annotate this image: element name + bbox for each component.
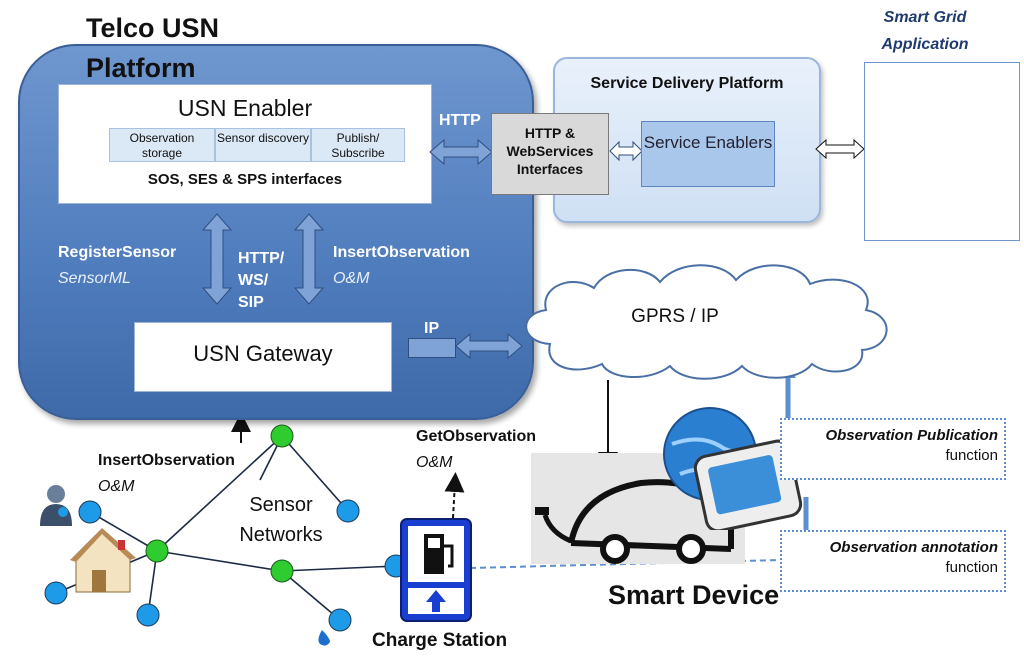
usn-enabler: USN Enabler Observation storage Sensor d… — [58, 84, 432, 204]
observation-publication-box: Observation Publication function — [780, 418, 1006, 480]
green-node — [145, 539, 169, 563]
smart-device-label: Smart Device — [608, 580, 780, 610]
charge-om-label: O&M — [416, 454, 453, 471]
observation-annotation-box: Observation annotation function — [780, 530, 1006, 592]
observation-annotation-sub: function — [945, 559, 998, 576]
person-icon — [40, 485, 72, 526]
insert-observation-platform-label: InsertObservation — [333, 244, 470, 261]
double-arrow-icon — [293, 213, 325, 305]
sensor-network-nodes — [40, 424, 408, 646]
double-arrow-icon — [815, 138, 865, 160]
ip-port-box — [408, 338, 456, 358]
double-arrow-icon — [609, 140, 643, 162]
om-platform-label: O&M — [333, 270, 370, 287]
ip-label: IP — [424, 320, 440, 337]
sensorml-label: SensorML — [58, 270, 131, 287]
observation-annotation-title: Observation annotation — [829, 539, 998, 556]
blue-node — [328, 608, 352, 632]
charge-station-label: Charge Station — [372, 630, 508, 651]
usn-gateway: USN Gateway — [134, 322, 392, 392]
house-icon — [70, 528, 136, 593]
http-label: HTTP — [439, 112, 481, 129]
register-sensor-label: RegisterSensor — [58, 244, 177, 261]
module-observation-storage: Observation storage — [109, 128, 215, 162]
http-webservices-interfaces: HTTP & WebServices Interfaces — [491, 113, 609, 195]
sensor-om-label: O&M — [98, 478, 135, 495]
get-observation-label: GetObservation — [416, 428, 537, 445]
blue-node — [136, 603, 160, 627]
electric-car-icon — [535, 479, 734, 564]
green-node — [270, 424, 294, 448]
blue-node — [44, 581, 68, 605]
smart-grid-image — [864, 62, 1020, 241]
water-drop-icon — [318, 630, 330, 646]
enabler-interfaces: SOS, SES & SPS interfaces — [147, 171, 343, 188]
observation-publication-title: Observation Publication — [825, 427, 998, 444]
usn-gateway-label: USN Gateway — [193, 341, 333, 366]
green-node — [270, 559, 294, 583]
smart-grid-title: Smart Grid Application — [881, 9, 969, 53]
cloud-icon — [525, 264, 888, 380]
blue-node — [78, 500, 102, 524]
module-sensor-discovery: Sensor discovery — [215, 128, 311, 162]
usn-enabler-title: USN Enabler — [177, 95, 313, 121]
charge-station-icon — [400, 518, 472, 622]
sdp-title: Service Delivery Platform — [590, 75, 784, 92]
globe-tablet-icon — [663, 407, 803, 530]
module-publish-subscribe: Publish/ Subscribe — [311, 128, 405, 162]
double-arrow-icon — [201, 213, 233, 305]
http-ws-sip-label: HTTP/ WS/ SIP — [238, 250, 285, 311]
platform-title: Telco USN Platform — [86, 13, 220, 83]
sensor-networks-label: Sensor Networks — [239, 494, 323, 546]
service-enablers: Service Enablers — [641, 121, 775, 187]
observation-publication-sub: function — [945, 447, 998, 464]
blue-node — [336, 499, 360, 523]
cloud-label: GPRS / IP — [631, 306, 719, 327]
double-arrow-icon — [455, 332, 523, 360]
sensor-insert-observation-label: InsertObservation — [98, 452, 235, 469]
